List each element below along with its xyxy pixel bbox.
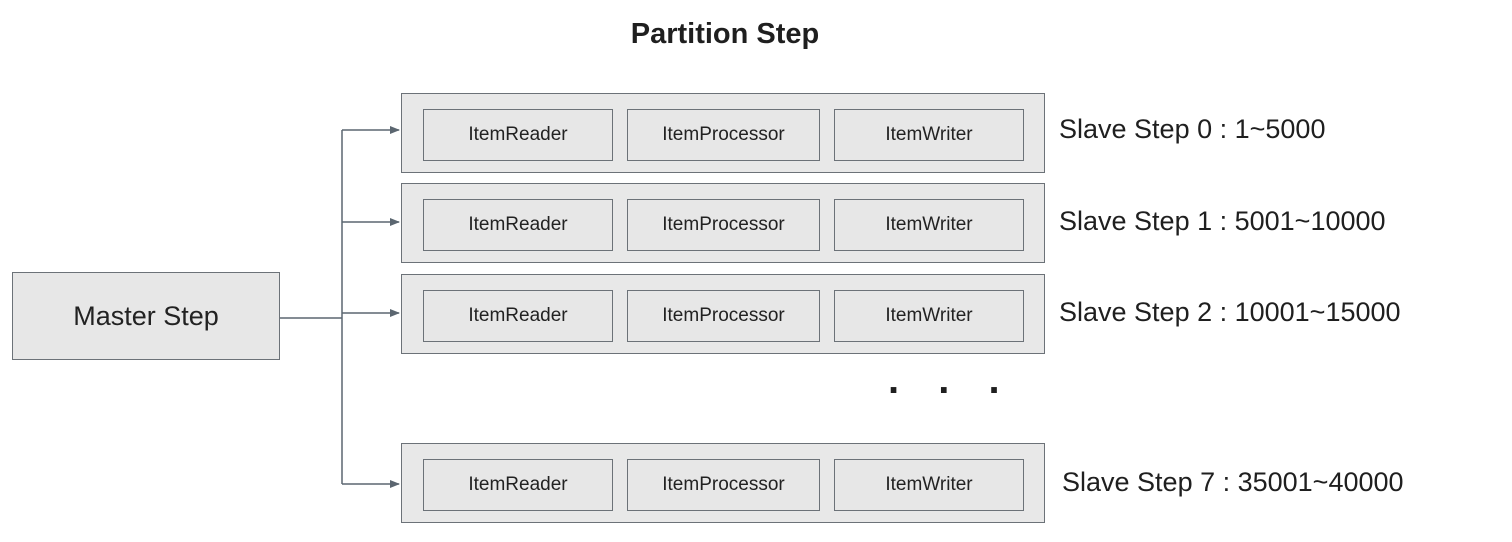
master-step-label: Master Step: [73, 300, 219, 331]
item-writer-box: ItemWriter: [834, 199, 1024, 251]
slave-step-label: Slave Step 1 : 5001~10000: [1059, 206, 1386, 236]
item-processor-box: ItemProcessor: [627, 459, 820, 511]
item-processor-box: ItemProcessor: [627, 109, 820, 161]
item-reader-box: ItemReader: [423, 109, 613, 161]
master-step-box: Master Step: [12, 272, 280, 360]
slave-step-box: ItemReader ItemProcessor ItemWriter: [401, 183, 1045, 263]
slave-step-label: Slave Step 0 : 1~5000: [1059, 114, 1326, 144]
slave-step-box: ItemReader ItemProcessor ItemWriter: [401, 93, 1045, 173]
slave-step-box: ItemReader ItemProcessor ItemWriter: [401, 274, 1045, 354]
item-writer-box: ItemWriter: [834, 109, 1024, 161]
slave-step-label: Slave Step 7 : 35001~40000: [1062, 467, 1404, 497]
slave-step-box: ItemReader ItemProcessor ItemWriter: [401, 443, 1045, 523]
item-processor-box: ItemProcessor: [627, 290, 820, 342]
item-processor-box: ItemProcessor: [627, 199, 820, 251]
item-writer-box: ItemWriter: [834, 290, 1024, 342]
item-reader-box: ItemReader: [423, 459, 613, 511]
ellipsis-indicator: . . .: [888, 358, 1014, 402]
diagram-title: Partition Step: [630, 18, 820, 50]
item-writer-box: ItemWriter: [834, 459, 1024, 511]
item-reader-box: ItemReader: [423, 199, 613, 251]
slave-step-label: Slave Step 2 : 10001~15000: [1059, 297, 1401, 327]
item-reader-box: ItemReader: [423, 290, 613, 342]
